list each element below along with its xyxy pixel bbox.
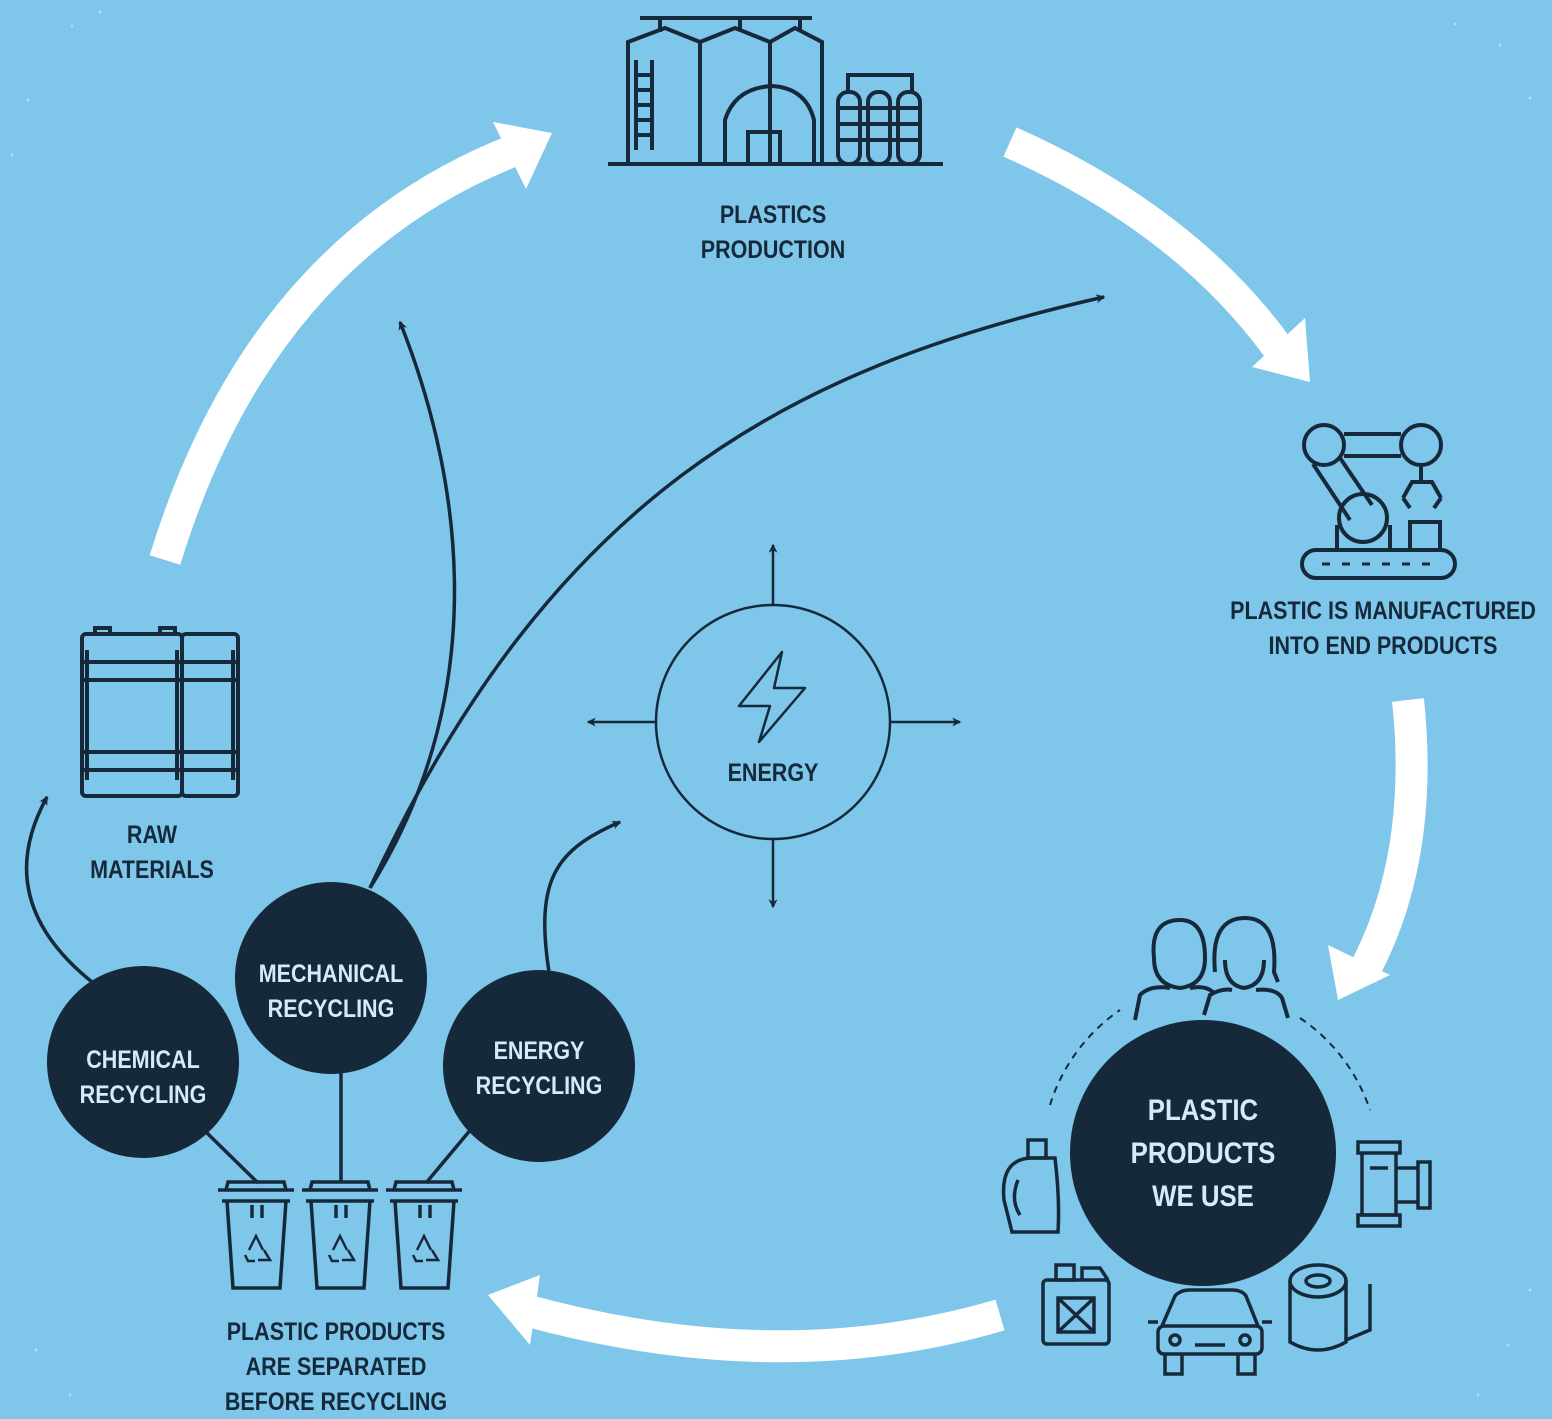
label-line: MECHANICAL <box>258 960 404 988</box>
recycle-symbol <box>327 1233 357 1263</box>
pipe-fitting-icon <box>1356 1140 1432 1228</box>
label-products-we-use: PLASTIC PRODUCTS WE USE <box>1100 1089 1306 1218</box>
label-line: MATERIALS <box>90 856 214 884</box>
energy-recycling-circle <box>443 970 635 1162</box>
recycle-symbol <box>411 1233 441 1263</box>
products-we-use-circle <box>1070 1020 1336 1286</box>
people-icon <box>1049 915 1371 1111</box>
film-roll-icon <box>1288 1263 1372 1352</box>
label-line: PLASTIC <box>1147 1094 1259 1127</box>
label-line: ENERGY <box>493 1037 585 1065</box>
arrow-chemical-to-raw <box>24 795 94 984</box>
arrow-mechanical-to-manufacturing <box>368 294 1106 889</box>
label-line: INTO END PRODUCTS <box>1268 632 1498 660</box>
label-line: ARE SEPARATED <box>245 1353 427 1381</box>
factory-icon <box>608 16 943 166</box>
mechanical-recycling-circle <box>235 882 427 1074</box>
label-line: PRODUCTION <box>700 236 846 264</box>
label-line: RECYCLING <box>79 1081 207 1109</box>
label-manufactured: PLASTIC IS MANUFACTURED INTO END PRODUCT… <box>1224 594 1542 664</box>
label-line: PLASTIC PRODUCTS <box>226 1318 446 1346</box>
barrels-icon <box>80 626 240 798</box>
lightning-bolt-icon <box>737 650 807 744</box>
energy-label: ENERGY <box>727 759 819 787</box>
energy-hub <box>586 543 962 909</box>
chemical-recycling-circle <box>47 966 239 1158</box>
label-line: PLASTICS <box>719 201 827 229</box>
recycle-symbol <box>243 1233 273 1263</box>
arrow-energy-recycling-to-energy <box>543 820 622 973</box>
recycling-circles <box>47 882 1336 1286</box>
label-raw-materials: RAW MATERIALS <box>66 818 238 888</box>
label-line: PRODUCTS <box>1130 1137 1276 1170</box>
arrow-production-to-manufactured <box>1003 127 1310 382</box>
arrow-raw-to-production <box>149 122 552 565</box>
recycling-bins-icon <box>218 1180 462 1290</box>
cycle-arrows <box>149 122 1428 1363</box>
arrow-manufactured-to-products <box>1328 698 1428 1000</box>
label-mechanical-recycling: MECHANICAL RECYCLING <box>238 957 424 1027</box>
decorative-dots <box>10 10 1532 1397</box>
label-plastics-production: PLASTICS PRODUCTION <box>644 198 902 268</box>
label-chemical-recycling: CHEMICAL RECYCLING <box>57 1043 229 1113</box>
label-line: WE USE <box>1152 1180 1254 1213</box>
label-line: BEFORE RECYCLING <box>224 1388 448 1416</box>
canister-icon <box>1041 1263 1111 1346</box>
consumer-product-icons <box>1001 1138 1432 1376</box>
label-line: PLASTIC IS MANUFACTURED <box>1230 597 1536 625</box>
recycling-flow-arrows <box>24 294 1106 984</box>
label-line: RAW <box>126 821 178 849</box>
label-line: RECYCLING <box>475 1072 603 1100</box>
label-line: CHEMICAL <box>86 1046 200 1074</box>
label-energy: ENERGY <box>696 756 851 791</box>
label-line: RECYCLING <box>267 995 395 1023</box>
label-energy-recycling: ENERGY RECYCLING <box>453 1034 625 1104</box>
detergent-bottle-icon <box>1001 1138 1061 1234</box>
arrow-products-to-separation <box>488 1275 1005 1363</box>
robot-arm-icon <box>1300 423 1457 580</box>
car-icon <box>1148 1288 1272 1376</box>
label-separated: PLASTIC PRODUCTS ARE SEPARATED BEFORE RE… <box>207 1315 465 1419</box>
